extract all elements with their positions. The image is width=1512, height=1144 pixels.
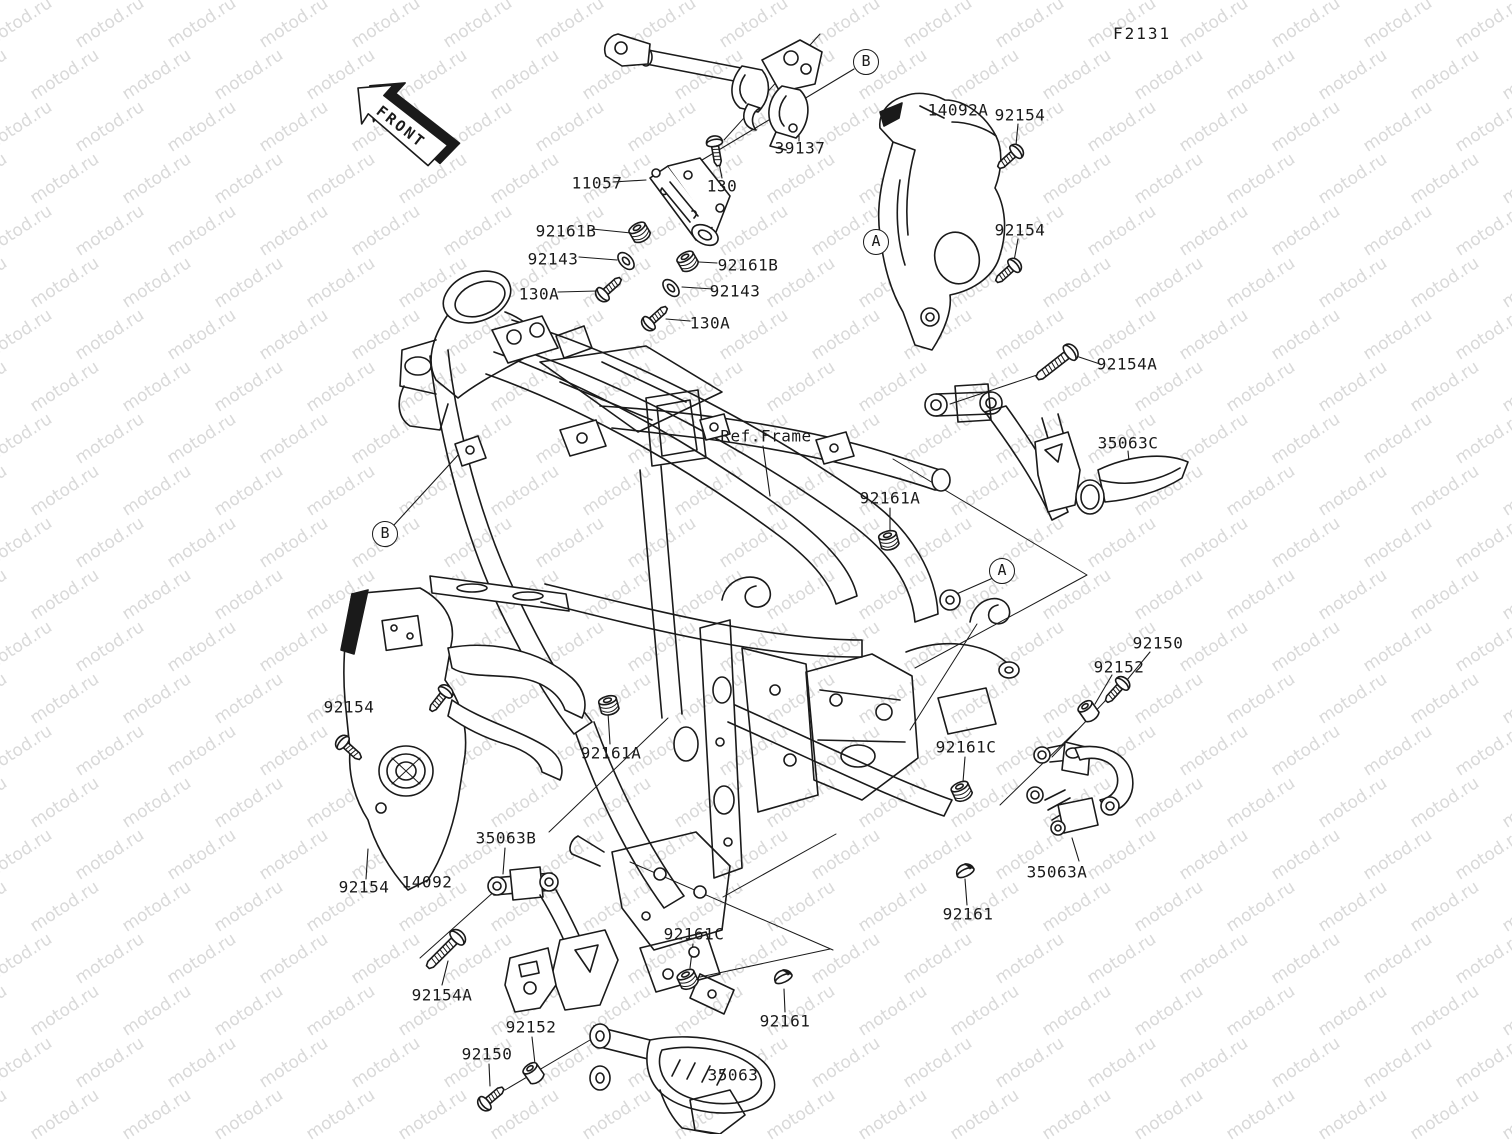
part-11057-bracket (650, 158, 730, 250)
damper-92161B-right (675, 249, 700, 274)
part-35063-bracket (590, 1024, 775, 1134)
construction-lines (420, 34, 1106, 1090)
part-39137-bracket (605, 34, 822, 150)
collar-92152-right (1076, 698, 1101, 724)
damper-92161A-upper (878, 529, 900, 552)
part-14092A-cover (879, 93, 1005, 350)
damper-92161B-left (627, 220, 652, 245)
bolt-92154A-right (1032, 341, 1081, 385)
bolt-130A-right (639, 302, 672, 334)
washer-92143-right (660, 277, 682, 300)
bolt-92150-bottom (475, 1082, 508, 1114)
front-arrow: FRONT (342, 62, 468, 179)
part-14092-cover (341, 588, 585, 890)
damper-92161C-bottom (676, 967, 700, 992)
damper-92161A-lower (598, 694, 620, 717)
part-35063A-bracket (1027, 742, 1133, 835)
collar-92152-bottom (521, 1060, 546, 1086)
washer-92143-left (615, 250, 637, 273)
cap-92161-bottom (772, 967, 794, 986)
part-35063B-bracket (488, 867, 618, 1012)
cap-92161-right (954, 861, 976, 880)
bolt-130A-left (593, 273, 626, 305)
bolt-130 (705, 135, 726, 167)
damper-92161C-right (950, 779, 974, 804)
fasteners (333, 135, 1133, 1114)
part-35063C-bracket (1035, 414, 1188, 514)
